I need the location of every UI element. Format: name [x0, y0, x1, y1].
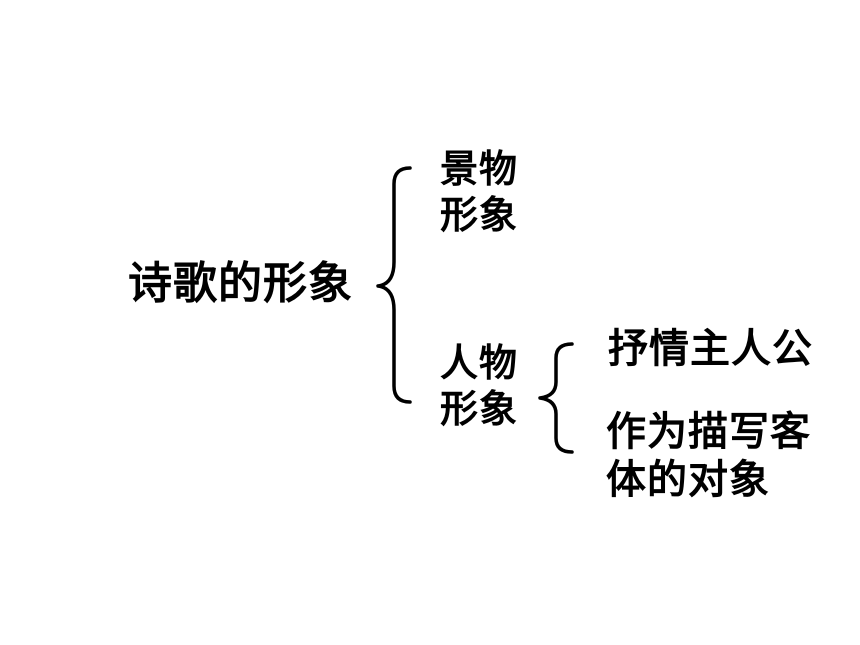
sub-node-lyrical-protagonist: 抒情主人公	[608, 325, 813, 373]
branch-node-line: 形象	[440, 193, 519, 237]
sub-node-line: 抒情主人公	[608, 326, 813, 372]
main-curly-brace	[376, 166, 412, 404]
branch-node-line: 人物	[440, 341, 519, 385]
root-node-poetry-image: 诗歌的形象	[128, 258, 353, 310]
sub-node-line: 作为描写客	[606, 409, 811, 455]
branch-node-scenery-image: 景物 形象	[440, 146, 518, 238]
sub-node-line: 体的对象	[606, 457, 770, 503]
branch-node-line: 景物	[440, 147, 519, 191]
sub-node-described-object: 作为描写客 体的对象	[606, 408, 811, 504]
root-node-label: 诗歌的形象	[128, 258, 353, 309]
sub-curly-brace	[538, 342, 574, 454]
branch-node-character-image: 人物 形象	[440, 340, 518, 432]
branch-node-line: 形象	[440, 387, 519, 431]
